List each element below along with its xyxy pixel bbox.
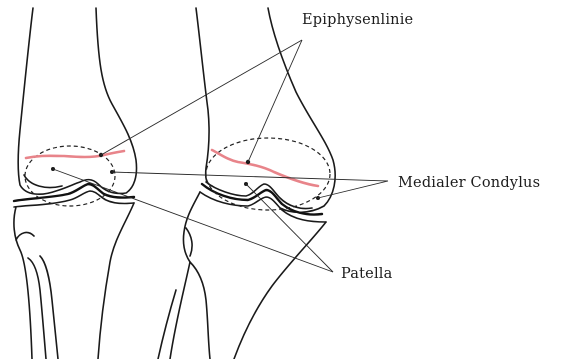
right-knee [158,8,335,359]
right-tibial-tuberosity [186,228,192,256]
left-tibia [14,203,134,359]
leader-condylus-left [112,172,388,181]
left-fibula-head [16,233,34,240]
right-fibula [158,262,210,359]
left-femur [18,8,136,194]
right-epiphyseal-line [212,150,318,186]
leader-patella-left [53,169,333,272]
left-fibula [28,256,58,359]
left-knee [14,8,137,359]
left-femur-inner-contour [24,175,62,188]
label-medialer-condylus: Medialer Condylus [398,175,540,191]
label-patella: Patella [341,266,393,282]
right-femur [196,8,335,212]
right-condylus-circle [206,138,330,210]
right-tibia [170,192,326,359]
left-epiphyseal-line [26,151,124,158]
leader-condylus-right [318,181,388,198]
leader-epiphysenlinie-right [248,40,302,162]
label-epiphysenlinie: Epiphysenlinie [302,12,413,28]
